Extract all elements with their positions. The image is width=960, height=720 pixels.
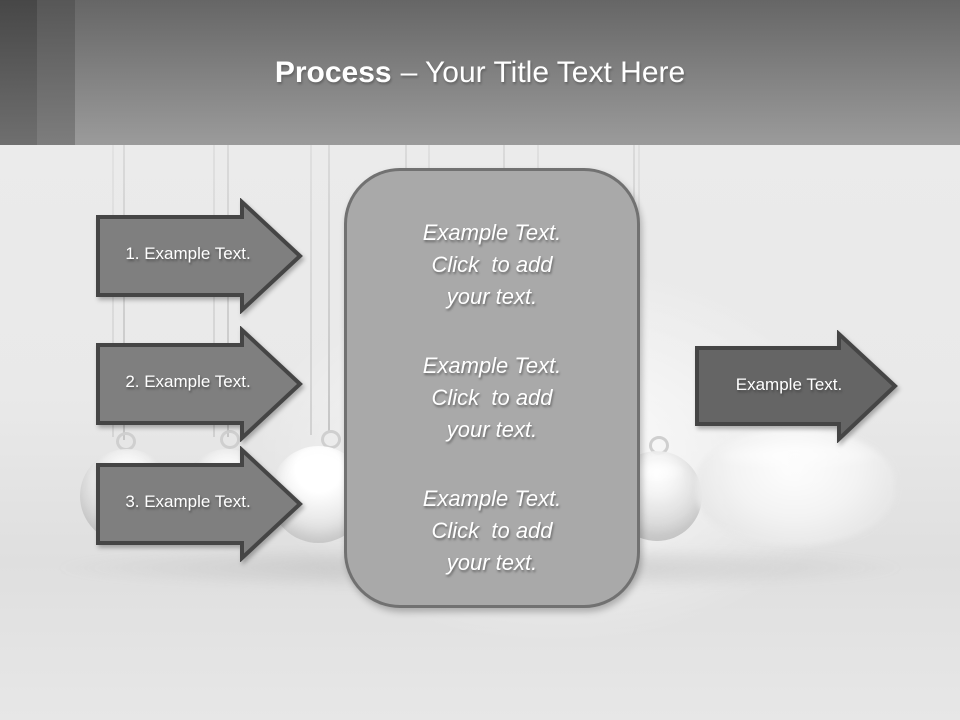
- process-arrow-1[interactable]: 1. Example Text.: [94, 198, 306, 314]
- arrow-right-shape: [695, 330, 898, 443]
- cushion-highlight: [711, 442, 879, 469]
- placeholder-text-block-1[interactable]: Example Text. Click to add your text.: [423, 217, 562, 313]
- process-arrow-3[interactable]: 3. Example Text.: [94, 446, 306, 562]
- arrow-right-shape: [96, 326, 303, 442]
- placeholder-line: Example Text.: [422, 220, 562, 245]
- accent-strip-medium: [37, 0, 75, 145]
- blurred-swinging-ball: [695, 428, 895, 546]
- slide-title[interactable]: Process – Your Title Text Here: [0, 54, 960, 92]
- ball-hook: [220, 430, 240, 449]
- arrow-label: 1. Example Text.: [125, 244, 251, 263]
- center-text-box[interactable]: Example Text. Click to add your text. Ex…: [344, 168, 640, 608]
- placeholder-line: Example Text.: [422, 486, 562, 511]
- arrow-right-shape: [96, 198, 303, 314]
- arrow-right-shape: [96, 446, 303, 562]
- accent-strip-dark: [0, 0, 37, 145]
- arrow-label: 3. Example Text.: [125, 492, 251, 511]
- placeholder-text-block-3[interactable]: Example Text. Click to add your text.: [423, 483, 562, 579]
- arrow-label: Example Text.: [735, 374, 843, 394]
- placeholder-line: your text.: [446, 284, 538, 309]
- placeholder-line: your text.: [446, 550, 538, 575]
- placeholder-line: Example Text.: [422, 353, 562, 378]
- ball-highlight: [628, 460, 686, 484]
- pendulum-string: [328, 145, 330, 433]
- placeholder-line: your text.: [446, 417, 538, 442]
- process-arrow-2[interactable]: 2. Example Text.: [94, 326, 306, 442]
- arrow-label: 2. Example Text.: [125, 372, 251, 391]
- slide-title-subtext: – Your Title Text Here: [400, 56, 686, 89]
- process-arrow-result[interactable]: Example Text.: [693, 330, 901, 443]
- placeholder-line: Click to add: [431, 385, 553, 410]
- slide-title-keyword: Process: [274, 56, 392, 89]
- placeholder-line: Click to add: [431, 252, 553, 277]
- ball-highlight: [287, 455, 350, 481]
- placeholder-line: Click to add: [431, 518, 553, 543]
- placeholder-text-block-2[interactable]: Example Text. Click to add your text.: [423, 350, 562, 446]
- pendulum-string: [310, 145, 312, 435]
- title-bar: Process – Your Title Text Here: [0, 0, 960, 145]
